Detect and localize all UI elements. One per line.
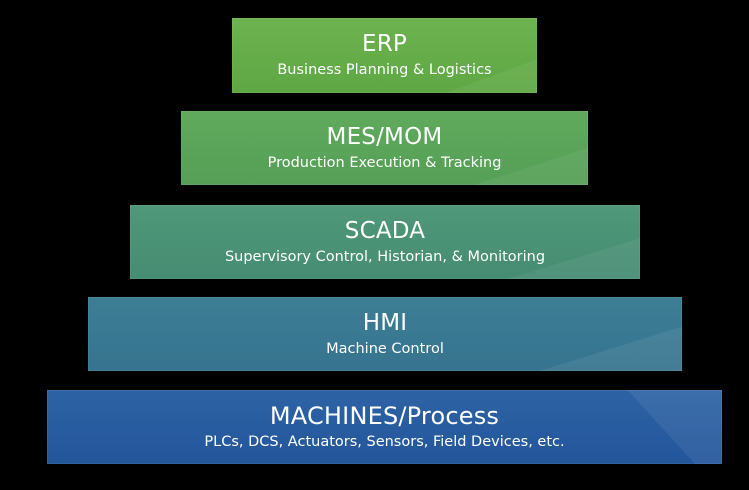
tier-subtitle: Production Execution & Tracking bbox=[267, 154, 502, 171]
tier-erp: ERP Business Planning & Logistics bbox=[232, 18, 537, 93]
tier-subtitle: Machine Control bbox=[326, 340, 444, 357]
tier-machines-process: MACHINES/Process PLCs, DCS, Actuators, S… bbox=[47, 390, 722, 464]
tier-mes-mom: MES/MOM Production Execution & Tracking bbox=[181, 111, 588, 185]
tier-title: SCADA bbox=[344, 217, 426, 244]
tier-title: MES/MOM bbox=[326, 123, 443, 150]
tier-subtitle: Business Planning & Logistics bbox=[277, 62, 492, 78]
tier-title: HMI bbox=[362, 309, 408, 336]
tier-subtitle: PLCs, DCS, Actuators, Sensors, Field Dev… bbox=[204, 433, 565, 450]
tier-scada: SCADA Supervisory Control, Historian, & … bbox=[130, 205, 640, 279]
tier-title: MACHINES/Process bbox=[269, 401, 500, 430]
tier-hmi: HMI Machine Control bbox=[88, 297, 682, 371]
tier-subtitle: Supervisory Control, Historian, & Monito… bbox=[224, 248, 546, 265]
tier-title: ERP bbox=[362, 31, 407, 57]
